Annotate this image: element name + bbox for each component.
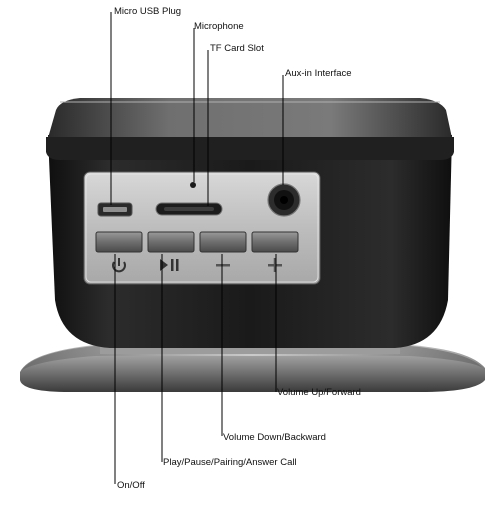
label-aux-in: Aux-in Interface	[285, 68, 352, 79]
label-on-off: On/Off	[117, 480, 145, 491]
micro-usb-port	[97, 202, 133, 217]
label-volume-down: Volume Down/Backward	[223, 432, 326, 443]
microphone-hole	[190, 182, 196, 188]
aux-in-jack	[267, 183, 301, 217]
minus-icon	[216, 264, 230, 267]
label-play-pause: Play/Pause/Pairing/Answer Call	[163, 457, 297, 468]
power-button[interactable]	[95, 231, 143, 253]
power-icon	[112, 258, 126, 273]
label-tf-card: TF Card Slot	[210, 43, 264, 54]
buttons-row	[95, 231, 299, 253]
label-micro-usb: Micro USB Plug	[114, 6, 182, 17]
volume-up-button[interactable]	[251, 231, 299, 253]
leader-lines	[110, 12, 284, 484]
label-volume-up: Volume Up/Forward	[277, 387, 361, 398]
plus-icon	[268, 258, 282, 272]
volume-down-button[interactable]	[199, 231, 247, 253]
control-panel	[83, 171, 321, 285]
label-microphone: Microphone	[194, 21, 244, 32]
play-pause-button[interactable]	[147, 231, 195, 253]
tf-card-slot	[155, 202, 223, 216]
speaker-top-cap	[46, 98, 454, 160]
